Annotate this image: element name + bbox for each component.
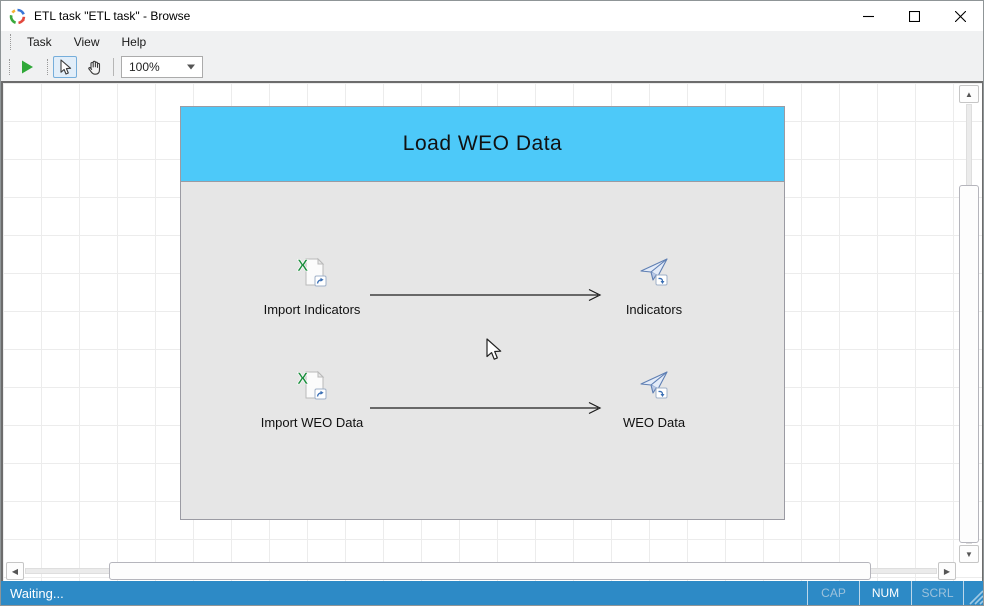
toolbar-gripper[interactable]	[9, 59, 12, 75]
connector-arrow	[370, 401, 602, 415]
horizontal-scrollbar[interactable]: ◀ ▶	[6, 562, 956, 580]
node-import-weo-data[interactable]: X Import WEO Data	[212, 368, 412, 430]
select-tool-button[interactable]	[53, 56, 77, 78]
caps-lock-indicator: CAP	[807, 581, 859, 605]
scroll-right-button[interactable]: ▶	[938, 562, 956, 580]
node-label: Indicators	[625, 302, 683, 317]
menu-task[interactable]: Task	[27, 35, 52, 49]
node-import-indicators[interactable]: X Import Indicators	[212, 255, 412, 317]
mouse-cursor-icon	[486, 338, 502, 360]
node-label: Import Indicators	[263, 302, 361, 317]
zoom-level-value: 100%	[129, 60, 160, 74]
pan-tool-button[interactable]	[82, 56, 106, 78]
scroll-left-button[interactable]: ◀	[6, 562, 24, 580]
diagram-canvas[interactable]: Load WEO Data X Import Indicators	[1, 81, 983, 583]
scroll-lock-indicator: SCRL	[911, 581, 963, 605]
scroll-down-button[interactable]: ▼	[959, 545, 979, 563]
resize-grip-icon	[969, 590, 983, 605]
title-bar: ETL task "ETL task" - Browse	[1, 1, 983, 31]
panel-title: Load WEO Data	[402, 132, 563, 155]
app-icon	[9, 8, 26, 24]
etl-container-panel[interactable]: Load WEO Data X Import Indicators	[180, 106, 785, 520]
vertical-scrollbar-thumb[interactable]	[959, 185, 979, 543]
excel-import-icon: X	[297, 256, 327, 287]
menu-help[interactable]: Help	[121, 35, 147, 49]
menu-bar: Task View Help	[1, 31, 983, 53]
scroll-up-button[interactable]: ▲	[959, 85, 979, 103]
status-message: Waiting...	[10, 585, 64, 601]
chevron-down-icon	[187, 64, 195, 70]
node-weo-data[interactable]: WEO Data	[554, 368, 754, 430]
toolbar-gripper-2[interactable]	[47, 59, 50, 75]
minimize-button[interactable]	[845, 1, 891, 31]
paper-plane-icon	[640, 258, 668, 286]
run-task-button[interactable]	[15, 56, 39, 78]
menu-view[interactable]: View	[73, 35, 100, 49]
svg-text:X: X	[297, 256, 309, 275]
menubar-gripper[interactable]	[10, 34, 13, 50]
vertical-scrollbar[interactable]: ▲ ▼	[959, 85, 979, 563]
cursor-arrow-icon	[59, 59, 71, 75]
node-label: WEO Data	[622, 415, 686, 430]
maximize-button[interactable]	[891, 1, 937, 31]
node-label: Import WEO Data	[260, 415, 364, 430]
status-bar: Waiting... CAP NUM SCRL	[1, 581, 983, 605]
window-title: ETL task "ETL task" - Browse	[34, 9, 191, 23]
horizontal-scrollbar-thumb[interactable]	[109, 562, 871, 580]
play-icon	[21, 60, 33, 74]
maximize-icon	[908, 10, 920, 22]
close-button[interactable]	[937, 1, 983, 31]
paper-plane-icon	[640, 371, 668, 399]
resize-grip[interactable]	[963, 581, 983, 605]
close-icon	[954, 10, 966, 22]
panel-header[interactable]: Load WEO Data	[181, 107, 784, 182]
svg-text:X: X	[297, 369, 309, 388]
num-lock-indicator: NUM	[859, 581, 911, 605]
toolbar: 100%	[1, 53, 983, 81]
hand-icon	[88, 60, 101, 75]
zoom-level-combobox[interactable]: 100%	[121, 56, 203, 78]
excel-import-icon: X	[297, 369, 327, 400]
minimize-icon	[862, 15, 874, 17]
node-indicators[interactable]: Indicators	[554, 255, 754, 317]
connector-arrow	[370, 288, 602, 302]
toolbar-separator	[113, 58, 114, 76]
